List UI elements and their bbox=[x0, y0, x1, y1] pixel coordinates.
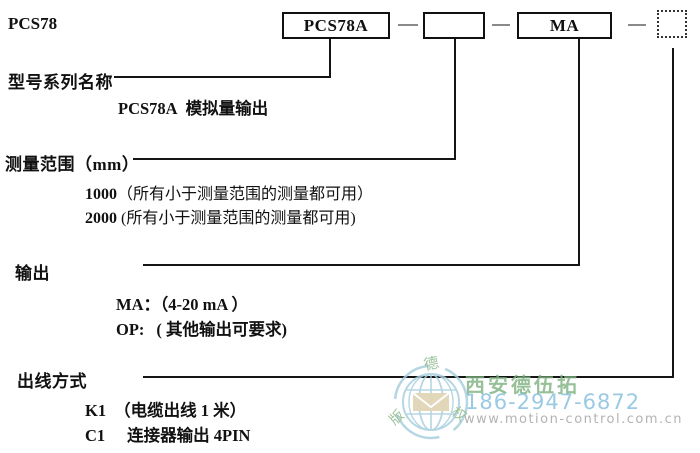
watermark-website: www.motion-control.com.cn bbox=[464, 412, 684, 427]
watermark-phone: 186-2947-6872 bbox=[465, 390, 641, 414]
range-option-desc: (所有小于测量范围的测量都可用) bbox=[121, 210, 356, 227]
model-box-output-label: MA bbox=[549, 15, 580, 35]
range-option-row: 1000（所有小于测量范围的测量都可用） bbox=[85, 180, 373, 204]
output-option-desc: ( 其他输出可要求) bbox=[156, 320, 288, 339]
section-label-wiring: 出线方式 bbox=[17, 372, 87, 391]
separator-dash-icon bbox=[398, 24, 418, 26]
globe-logo-icon: 德 版 权 bbox=[386, 353, 469, 440]
connector-wiring-horizontal bbox=[143, 376, 674, 378]
output-option-code: OP: bbox=[116, 320, 145, 339]
wiring-option-code: K1 bbox=[85, 401, 107, 420]
connector-output-horizontal bbox=[143, 264, 580, 266]
output-option-code: MA： bbox=[116, 295, 160, 314]
watermark-company: 西安德伍拓 bbox=[465, 373, 580, 397]
page-title: PCS78 bbox=[8, 14, 58, 33]
wiring-option-row: K1 （电缆出线 1 米） bbox=[85, 397, 246, 421]
model-box-series: PCS78A bbox=[282, 12, 390, 39]
series-option-desc: 模拟量输出 bbox=[185, 99, 269, 118]
output-option-row: MA：（4-20 mA ） bbox=[116, 291, 248, 315]
section-label-output: 输出 bbox=[15, 264, 50, 283]
separator-dash-icon bbox=[492, 24, 510, 26]
output-option-row: OP: ( 其他输出可要求) bbox=[116, 316, 287, 340]
range-option-desc: （所有小于测量范围的测量都可用） bbox=[117, 186, 374, 203]
series-option-code: PCS78A bbox=[118, 99, 178, 118]
wiring-option-desc: 连接器输出 4PIN bbox=[127, 426, 251, 445]
separator-dash-icon bbox=[628, 24, 646, 26]
connector-range-horizontal bbox=[133, 158, 456, 160]
section-label-range: 测量范围（mm） bbox=[5, 155, 140, 174]
series-option-row: PCS78A 模拟量输出 bbox=[118, 95, 268, 119]
connector-series-horizontal bbox=[114, 76, 331, 78]
connector-series-vertical bbox=[329, 39, 331, 77]
model-box-wiring bbox=[657, 10, 687, 38]
connector-range-vertical bbox=[454, 39, 456, 159]
wiring-option-desc: （电缆出线 1 米） bbox=[114, 401, 247, 420]
wiring-option-code: C1 bbox=[85, 426, 106, 445]
range-option-row: 2000(所有小于测量范围的测量都可用) bbox=[85, 204, 356, 228]
model-box-series-label: PCS78A bbox=[303, 15, 369, 35]
watermark-logo: 德 版 权 bbox=[386, 353, 478, 446]
range-option-code: 1000 bbox=[85, 186, 117, 203]
connector-wiring-vertical bbox=[672, 48, 674, 378]
model-box-range bbox=[423, 12, 485, 39]
section-label-series: 型号系列名称 bbox=[8, 73, 113, 92]
range-option-code: 2000 bbox=[85, 210, 117, 227]
output-option-desc: （4-20 mA ） bbox=[160, 295, 248, 314]
wiring-option-row: C1 连接器输出 4PIN bbox=[85, 422, 250, 446]
logo-top-char: 德 bbox=[422, 356, 440, 374]
connector-output-vertical bbox=[578, 39, 580, 265]
model-box-output: MA bbox=[517, 12, 612, 39]
